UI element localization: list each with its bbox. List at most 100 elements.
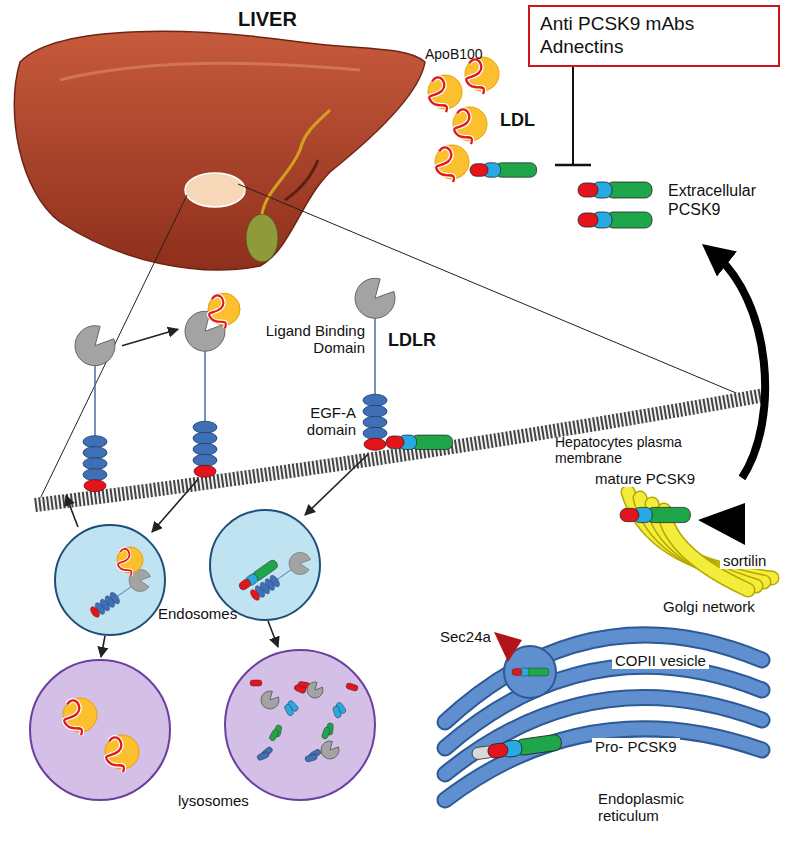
inhibition-connector <box>555 67 591 165</box>
process-arrow <box>305 454 368 515</box>
pcsk9-molecule-part <box>578 183 598 197</box>
process-arrow <box>122 329 178 345</box>
ldl-particle-part <box>209 295 226 328</box>
inhibition-bar <box>555 164 591 167</box>
text-label: Ligand Binding Domain <box>250 322 365 357</box>
pcsk9-molecule-part <box>620 508 639 521</box>
ligand-binding-domain <box>355 278 395 318</box>
text-label: Endoplasmic reticulum <box>598 790 708 825</box>
ldl-particle-part <box>429 77 447 112</box>
sec24a-symbol <box>494 632 522 662</box>
liver-illustration-part <box>246 214 278 262</box>
extracellular-particles <box>428 57 652 228</box>
ldl-particle-part <box>466 59 484 94</box>
ldl-receptor-part <box>364 438 386 450</box>
text-label: Endosomes <box>158 605 237 622</box>
process-arrow <box>101 636 105 657</box>
lysosome <box>30 621 375 800</box>
text-label: lysosomes <box>178 792 249 809</box>
ldl-receptor-part <box>193 454 217 466</box>
pcsk9-molecule-part <box>386 436 404 449</box>
ldl-particle <box>117 547 143 575</box>
ldl-particle <box>428 75 462 112</box>
pcsk9-molecule-part <box>606 182 652 198</box>
ldl-particle <box>453 107 487 144</box>
sortilin-symbol <box>698 503 745 545</box>
ldl-particle-part <box>429 77 447 112</box>
pcsk9-molecule-part <box>470 164 488 177</box>
ldl-receptor-part <box>363 405 387 417</box>
node-text: Anti PCSK9 mAbs Adnectins <box>540 13 768 59</box>
inhibitor-box: Anti PCSK9 mAbs Adnectins <box>528 5 780 67</box>
ligand-binding-domain <box>307 682 323 698</box>
lysosome-part <box>250 680 262 686</box>
lysosome-part <box>332 705 342 718</box>
pcsk9-molecule-part <box>487 742 509 759</box>
connector-line <box>572 67 574 165</box>
ldl-receptor-part <box>89 605 101 619</box>
ldl-particle-part <box>64 700 82 735</box>
lysosome-part <box>321 726 331 739</box>
pcsk9-molecule-part <box>578 213 598 227</box>
ldl-receptor-part <box>363 394 387 406</box>
text-label: mature PCSK9 <box>592 470 698 487</box>
ldl-receptor-part <box>83 447 107 459</box>
pcsk9-molecule-part <box>515 734 563 756</box>
lysosome-part <box>304 754 317 763</box>
endosome-part <box>55 525 165 635</box>
liver-illustration <box>14 31 425 269</box>
node-text: Extracellular PCSK9 <box>668 181 771 219</box>
pcsk9-molecule <box>620 507 690 522</box>
ldl-receptor-part <box>363 416 387 428</box>
ldl-receptor-part <box>84 480 106 492</box>
lysosome-part <box>284 703 295 716</box>
ldl-particle-part <box>64 700 82 735</box>
liver-illustration-part <box>60 63 360 80</box>
text-label: ApoB100 <box>425 46 483 62</box>
plasma-membrane-part <box>35 395 765 505</box>
pcsk9-molecule-part <box>526 668 549 676</box>
ldl-particle <box>63 698 97 735</box>
pcsk9-molecule-part <box>512 669 522 676</box>
pcsk9-molecule-part <box>495 163 536 177</box>
text-label: LDL <box>500 110 535 131</box>
pcsk9-molecule-part <box>647 507 691 522</box>
text-label: EGF-A domain <box>280 404 356 439</box>
ligand-binding-domain <box>321 741 339 759</box>
ligand-binding-domain <box>261 691 279 709</box>
text-label: Hepatocytes plasma membrane <box>555 434 705 466</box>
text-label: Pro- PCSK9 <box>592 738 680 755</box>
process-arrow <box>268 621 278 647</box>
plasma-membrane-part <box>35 395 765 505</box>
endoplasmic-reticulum <box>445 632 762 800</box>
golgi-network <box>620 252 772 590</box>
pcsk9-molecule <box>578 182 652 198</box>
ldl-receptor-part <box>94 364 96 444</box>
liver-illustration-part <box>185 173 245 207</box>
ldl-receptor-part <box>249 588 261 602</box>
pcsk9-molecule-part <box>606 212 652 228</box>
lysosome-part <box>293 684 306 694</box>
lysosome-part <box>30 660 170 800</box>
ldl-particle-part <box>106 737 124 772</box>
ldl-receptor-part <box>193 432 217 444</box>
endosome-part <box>86 565 155 623</box>
secretion-arrow <box>712 252 765 478</box>
lysosome-part <box>269 728 280 741</box>
ldl-receptor-part <box>204 349 206 429</box>
ldl-particle <box>435 145 469 182</box>
endoplasmic-reticulum-part <box>445 729 762 800</box>
lysosome-part <box>256 751 269 761</box>
ldl-receptor-part <box>83 469 107 481</box>
text-label: LIVER <box>238 8 297 31</box>
ldl-receptor <box>86 565 155 623</box>
ldl-receptor <box>355 278 395 450</box>
liver-illustration-part <box>285 160 318 200</box>
text-label: Golgi network <box>660 598 758 615</box>
ldl-particle-part <box>118 549 132 576</box>
ldl-particle-part <box>118 549 132 576</box>
ldl-particle-part <box>436 147 454 182</box>
